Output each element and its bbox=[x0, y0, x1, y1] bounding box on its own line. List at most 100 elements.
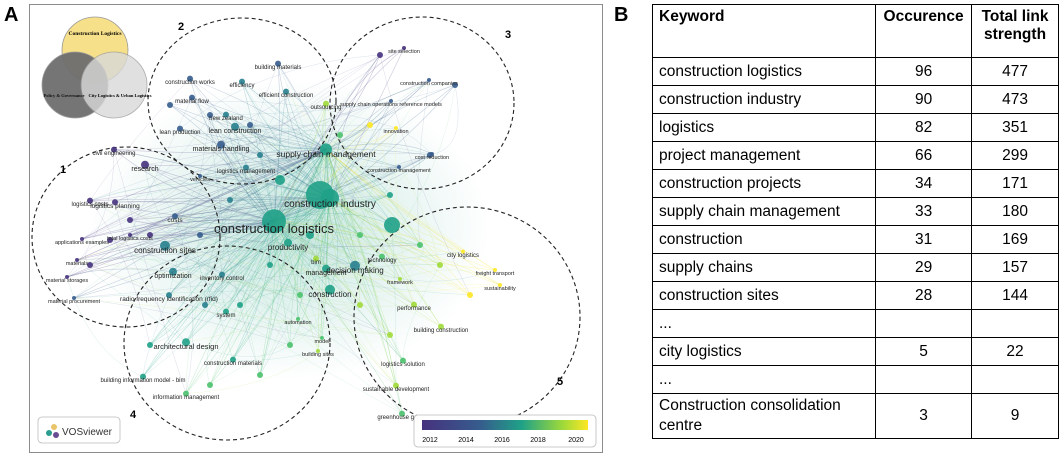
keyword-label: construction works bbox=[165, 80, 215, 86]
cell-keyword: ... bbox=[651, 365, 877, 394]
keyword-node bbox=[438, 323, 444, 330]
venn-circle-right bbox=[80, 51, 148, 119]
cell-link-strength bbox=[971, 309, 1059, 338]
keyword-node bbox=[297, 292, 303, 298]
table-row: ... bbox=[651, 309, 1059, 338]
keyword-node bbox=[306, 181, 334, 209]
keyword-node bbox=[231, 122, 239, 131]
keyword-node bbox=[167, 102, 173, 108]
keyword-node bbox=[197, 232, 203, 238]
keyword-label: total logistics costs bbox=[107, 236, 153, 242]
colorbar-tick: 2014 bbox=[458, 437, 474, 444]
keyword-node bbox=[275, 175, 285, 185]
keyword-node bbox=[417, 242, 423, 248]
keyword-node bbox=[387, 192, 393, 198]
keyword-node bbox=[182, 338, 190, 347]
keyword-node bbox=[389, 99, 393, 104]
keyword-label: supply chain management bbox=[276, 149, 376, 159]
keyword-label: system bbox=[216, 313, 235, 319]
keyword-label: model bbox=[315, 339, 330, 345]
keyword-node bbox=[306, 231, 314, 239]
keyword-node bbox=[239, 78, 245, 85]
keyword-node bbox=[402, 46, 406, 51]
venn-diagram: Construction Logistics Policy & Governan… bbox=[41, 16, 152, 119]
cell-occurence: 5 bbox=[875, 337, 973, 366]
keyword-label: efficiency bbox=[230, 83, 255, 89]
keyword-node bbox=[160, 240, 170, 251]
keyword-node bbox=[387, 332, 393, 338]
keyword-node bbox=[400, 357, 406, 364]
keyword-node bbox=[75, 258, 79, 263]
keyword-label: materials handling bbox=[193, 146, 250, 153]
cell-keyword: supply chains bbox=[651, 253, 877, 282]
cell-link-strength: 22 bbox=[971, 337, 1059, 366]
keyword-node bbox=[147, 342, 153, 348]
keyword-node bbox=[247, 122, 253, 128]
keyword-node bbox=[262, 209, 286, 234]
header-keyword: Keyword bbox=[651, 4, 877, 58]
node-layer bbox=[65, 46, 502, 417]
cell-occurence: 66 bbox=[875, 141, 973, 170]
keyword-node bbox=[257, 152, 263, 158]
keyword-node bbox=[397, 165, 401, 170]
venn-label-left: Policy & Governance bbox=[44, 93, 85, 98]
keyword-label: management bbox=[306, 270, 347, 277]
keyword-node bbox=[223, 111, 229, 118]
header-total-link-strength: Total link strength bbox=[971, 4, 1059, 58]
panel-label-b: B bbox=[614, 4, 629, 26]
cluster-4-circle bbox=[123, 245, 331, 441]
cluster-3-circle bbox=[329, 16, 515, 190]
cluster-circles bbox=[31, 16, 581, 441]
cluster-5-circle bbox=[353, 206, 581, 428]
keyword-node bbox=[169, 267, 177, 276]
keyword-label: applications examples bbox=[55, 240, 109, 246]
keyword-label: logistics solution bbox=[381, 362, 425, 368]
keyword-label: site selection bbox=[388, 49, 420, 55]
keyword-label: supply chain operations reference models bbox=[340, 102, 442, 108]
keyword-node bbox=[198, 174, 202, 179]
cell-occurence: 29 bbox=[875, 253, 973, 282]
keyword-label: building sites bbox=[302, 352, 334, 358]
cluster-2-circle bbox=[147, 17, 337, 185]
keyword-node bbox=[350, 260, 360, 271]
keyword-label: building construction bbox=[414, 328, 469, 334]
cell-link-strength: 144 bbox=[971, 281, 1059, 310]
keyword-label: architectural design bbox=[153, 342, 218, 351]
table-header-row: Keyword Occurence Total link strength bbox=[651, 4, 1059, 58]
keyword-node bbox=[87, 262, 93, 268]
cell-keyword: construction logistics bbox=[651, 57, 877, 86]
keyword-label: outsourcing bbox=[310, 105, 341, 111]
cell-occurence: 34 bbox=[875, 169, 973, 198]
colorbar-tick: 2020 bbox=[568, 437, 584, 444]
vosviewer-logo-icon bbox=[46, 430, 52, 436]
cell-link-strength: 351 bbox=[971, 113, 1059, 142]
keyword-label: lean construction bbox=[209, 128, 262, 135]
cell-keyword: ... bbox=[651, 309, 877, 338]
keyword-node bbox=[323, 100, 329, 107]
keyword-node bbox=[147, 232, 153, 238]
keyword-node bbox=[320, 143, 332, 156]
keyword-label: freight transport bbox=[476, 271, 515, 277]
cell-occurence bbox=[875, 309, 973, 338]
cell-keyword: construction projects bbox=[651, 169, 877, 198]
keyword-node bbox=[65, 275, 69, 280]
keyword-label: construction sites bbox=[134, 246, 196, 255]
keyword-label: logistics costs bbox=[71, 202, 108, 208]
keyword-label: optimization bbox=[154, 273, 191, 280]
keyword-node bbox=[237, 302, 243, 308]
keyword-label: building information model - bim bbox=[100, 378, 185, 384]
keyword-node bbox=[377, 52, 383, 58]
cell-occurence: 3 bbox=[875, 393, 973, 439]
keyword-node bbox=[72, 296, 76, 301]
keyword-node bbox=[140, 373, 146, 380]
keyword-node bbox=[111, 146, 117, 153]
keyword-node bbox=[296, 317, 300, 322]
